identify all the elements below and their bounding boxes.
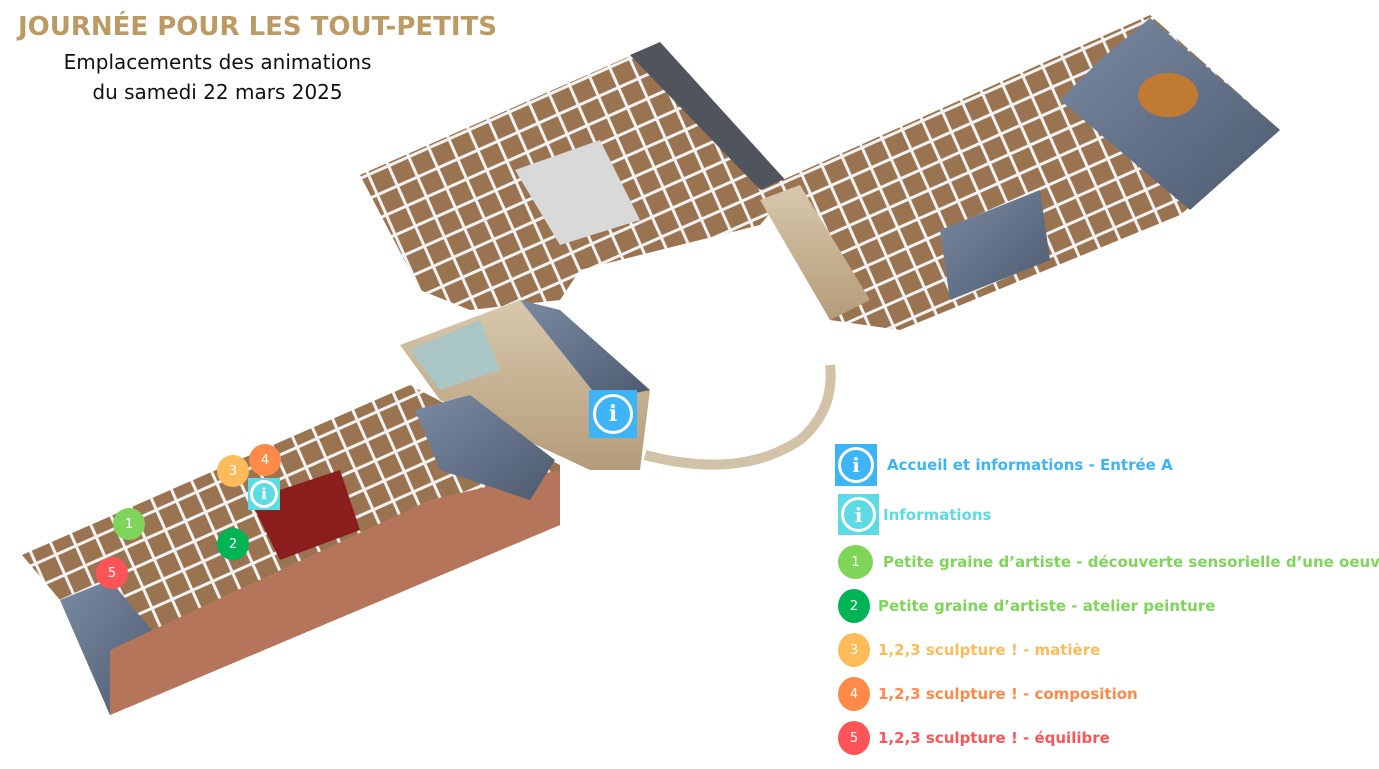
marker-1-icon: 1 (838, 545, 873, 579)
legend-item-1: 1 Petite graine d’artiste - découverte s… (838, 545, 1379, 579)
map-marker-3[interactable]: 3 (217, 455, 249, 487)
map-marker-1[interactable]: 1 (113, 508, 145, 540)
map-info-main-icon[interactable]: i (589, 390, 637, 438)
legend-label: 1,2,3 sculpture ! - matière (878, 641, 1101, 659)
subtitle-line-1: Emplacements des animations (63, 50, 372, 74)
legend-label: Informations (883, 505, 992, 524)
bridge (643, 364, 836, 470)
page-title: JOURNÉE POUR LES TOUT-PETITS (18, 12, 498, 42)
marker-3-icon: 3 (838, 633, 870, 667)
legend-label: 1,2,3 sculpture ! - équilibre (878, 729, 1110, 747)
legend-item-3: 3 1,2,3 sculpture ! - matière (838, 633, 1100, 667)
marker-2-icon: 2 (838, 589, 870, 623)
legend-item-info: i Informations (838, 494, 991, 535)
legend-label: Petite graine d’artiste - atelier peintu… (878, 597, 1216, 615)
east-wing (760, 15, 1280, 330)
legend-label: 1,2,3 sculpture ! - composition (878, 685, 1138, 703)
map-marker-2[interactable]: 2 (217, 528, 249, 560)
map-marker-4[interactable]: 4 (249, 444, 281, 476)
legend-label: Petite graine d’artiste - découverte sen… (883, 553, 1379, 571)
map-marker-5[interactable]: 5 (96, 557, 128, 589)
marker-4-icon: 4 (838, 677, 870, 711)
map-info-icon[interactable]: i (248, 478, 280, 510)
legend-item-2: 2 Petite graine d’artiste - atelier pein… (838, 589, 1215, 623)
subtitle-line-2: du samedi 22 mars 2025 (92, 80, 343, 104)
marker-5-icon: 5 (838, 721, 870, 755)
info-icon: i (838, 494, 879, 535)
legend-item-5: 5 1,2,3 sculpture ! - équilibre (838, 721, 1110, 755)
legend-item-info-main: i Accueil et informations - Entrée A (835, 444, 1173, 486)
legend-label: Accueil et informations - Entrée A (887, 456, 1173, 474)
legend-item-4: 4 1,2,3 sculpture ! - composition (838, 677, 1138, 711)
south-west-wing (22, 385, 560, 715)
central-wing (400, 300, 650, 470)
north-west-wing (360, 42, 790, 310)
info-main-icon: i (835, 444, 877, 486)
